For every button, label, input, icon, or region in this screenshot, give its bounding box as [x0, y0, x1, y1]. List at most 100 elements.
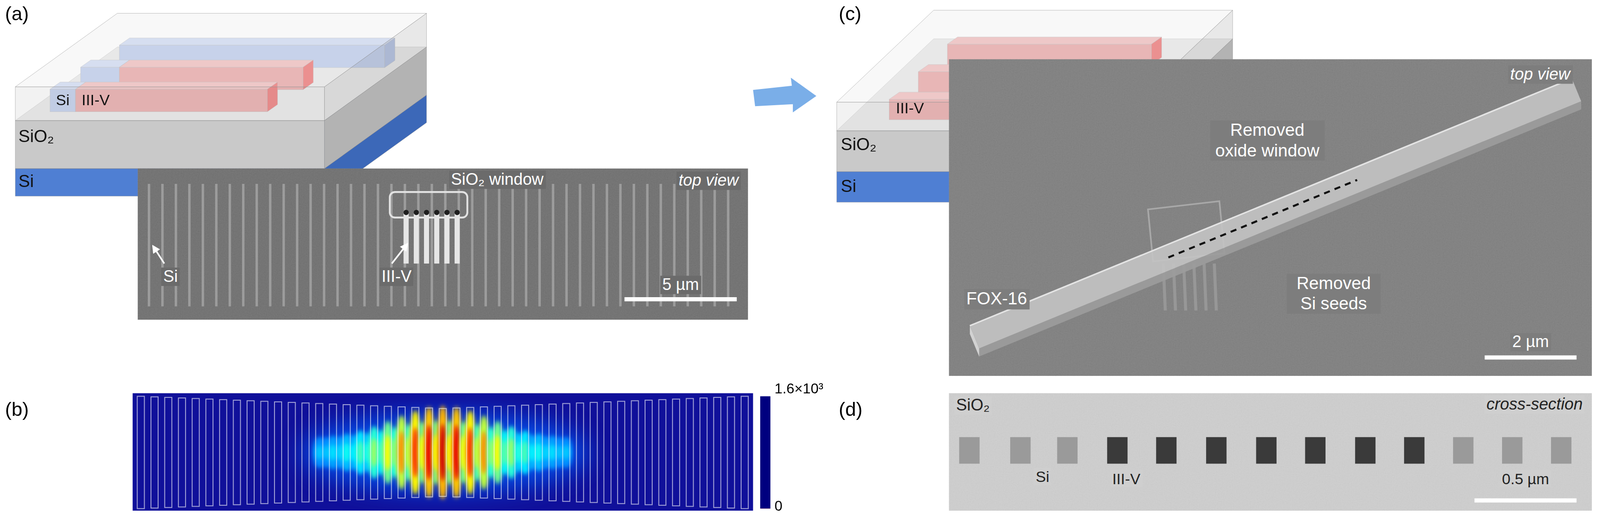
- feature-label: III-V: [379, 267, 414, 287]
- field-intensity-part: [322, 445, 330, 459]
- iii-v-bar: [424, 212, 429, 264]
- feature-label: SiO₂ window: [449, 170, 546, 190]
- iii-v-bar: [413, 212, 419, 264]
- si-bar: [484, 183, 487, 307]
- field-intensity-part: [473, 436, 481, 468]
- iii-v-bar: [444, 212, 450, 264]
- sem-image-a-part: [137, 168, 748, 320]
- iii-v-bar: [403, 212, 409, 264]
- panel-label: (d): [838, 397, 863, 421]
- si-bar: [632, 183, 635, 307]
- cross-section-image: [949, 393, 1592, 511]
- field-map-part: [132, 393, 753, 511]
- field-intensity-part: [397, 430, 406, 474]
- cross-section-image-part: [949, 393, 1592, 511]
- bar-outline: [494, 406, 502, 499]
- material-label: III-V: [896, 98, 925, 117]
- growth-tip: [454, 209, 460, 216]
- colorbar-max: 1.6×10³: [774, 379, 824, 397]
- bar-outline: [521, 404, 529, 500]
- view-label: top view: [676, 171, 741, 191]
- bar-outline: [480, 406, 488, 498]
- sem-image-c-part: [969, 78, 1582, 357]
- removed-seed: [1214, 263, 1217, 310]
- view-label: top view: [1508, 65, 1573, 84]
- si-bar: [147, 183, 151, 307]
- material-label: Si: [56, 90, 70, 109]
- panel-label: (c): [838, 3, 862, 26]
- bar-outline: [508, 405, 516, 500]
- bar-outline: [617, 401, 625, 504]
- oxide-cladding: [324, 13, 427, 121]
- si-bar: [188, 183, 191, 307]
- process-arrow: [753, 77, 817, 113]
- bar-outline: [233, 399, 241, 505]
- field-map: [132, 393, 753, 511]
- removed-seed: [1193, 263, 1197, 310]
- field-intensity-part: [315, 445, 323, 460]
- iii-v-section: [1156, 436, 1177, 464]
- bar-outline: [645, 399, 653, 505]
- si-bar: [376, 183, 380, 307]
- layer-label: SiO₂: [840, 134, 877, 155]
- scale-label: 0.5 µm: [1499, 469, 1552, 487]
- si-bar: [726, 183, 730, 307]
- bar-outline: [699, 397, 708, 507]
- iii-v-section: [1107, 436, 1128, 464]
- bar-outline: [603, 401, 611, 503]
- bar-outline: [247, 400, 255, 504]
- field-intensity-part: [370, 437, 378, 467]
- field-intensity-part: [548, 444, 557, 460]
- scale-label: 5 µm: [660, 275, 702, 295]
- iii-v-section: [1206, 436, 1227, 464]
- si-bar: [618, 183, 622, 307]
- si-bar: [336, 183, 339, 307]
- growth-tip: [433, 209, 440, 216]
- field-intensity-part: [343, 442, 351, 462]
- bar-outline: [164, 397, 173, 508]
- growth-tip: [413, 209, 420, 216]
- si-bar: [242, 183, 245, 307]
- sem-image-a-part: [137, 168, 748, 320]
- field-intensity-part: [363, 442, 372, 463]
- material-label: FOX-16: [964, 288, 1030, 309]
- bar-outline: [384, 406, 392, 499]
- iii-v-section: [1304, 436, 1326, 464]
- sem-image-c: [949, 59, 1592, 376]
- growth-tip: [424, 209, 430, 216]
- color-bar: [760, 395, 771, 509]
- si-bar: [444, 183, 447, 307]
- fox-strip-edge: [969, 78, 1572, 326]
- bar-outline: [178, 397, 186, 507]
- si-bar: [201, 183, 204, 307]
- growth-tip: [444, 209, 450, 216]
- si-bar: [565, 183, 568, 307]
- field-intensity-part: [377, 440, 385, 465]
- bar-outline: [590, 402, 598, 503]
- iii-v-bar: [454, 212, 460, 264]
- feature-label: Removed Si seeds: [1286, 273, 1381, 314]
- bar-outline: [397, 406, 406, 498]
- bar-outline: [672, 398, 680, 506]
- si-bar: [322, 183, 326, 307]
- scale-bar: [624, 296, 737, 301]
- si-section: [1453, 436, 1474, 464]
- field-intensity: [301, 405, 588, 500]
- bar-outline: [439, 408, 447, 496]
- bar-outline: [192, 397, 200, 506]
- layer-label: SiO₂: [18, 126, 54, 147]
- field-intensity-part: [535, 442, 543, 462]
- iii-v-bar: [434, 212, 440, 264]
- bar-outline: [713, 397, 721, 508]
- field-intensity-part: [508, 437, 516, 467]
- fox-strip-side: [979, 101, 1582, 357]
- bar-outline: [686, 397, 694, 506]
- field-intensity-part: [336, 444, 344, 460]
- field-intensity-part: [446, 433, 454, 471]
- bar-outline: [205, 398, 213, 506]
- scale-bar: [1484, 355, 1577, 360]
- si-bar: [605, 183, 608, 307]
- oxide-layer: [15, 120, 325, 169]
